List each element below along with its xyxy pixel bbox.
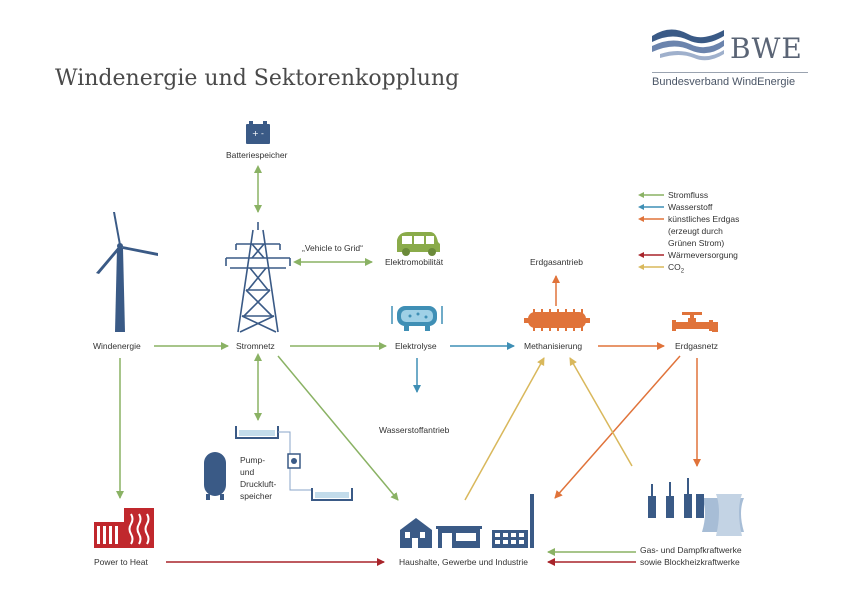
arrow-kraftwerke-methanisierung-co2 [569,357,633,467]
battery-icon: + - [246,121,270,144]
legend-arrow-green [638,192,664,198]
legend-erdgas: künstliches Erdgas [638,213,739,225]
electric-car-icon [397,232,440,256]
label-pump-3: Druckluft- [240,479,277,489]
legend-wasserstoff: Wasserstoff [638,201,739,213]
legend-label-wasserstoff: Wasserstoff [668,202,713,212]
label-erdgasantrieb: Erdgasantrieb [530,257,583,267]
legend-label-erdgas: künstliches Erdgas [668,214,740,224]
label-stromnetz: Stromnetz [236,341,275,351]
wind-turbine-icon [96,212,158,332]
legend-label-co2: CO [668,262,681,272]
compressed-air-tank-icon [204,452,226,500]
legend: Stromfluss Wasserstoff künstliches Erdga… [638,189,739,275]
bwe-logo-icon [652,29,724,61]
legend-stromfluss: Stromfluss [638,189,739,201]
legend-arrow-blue [638,204,664,210]
pump-storage-icon [235,426,353,501]
label-elektrolyse: Elektrolyse [395,341,437,351]
house-icon [400,518,432,548]
legend-label-erdgas-2: (erzeugt durch [668,226,723,236]
svg-text:+: + [252,129,259,138]
commerce-icon [436,526,482,548]
label-kraftwerke-2: sowie Blockheizkraftwerke [640,557,740,567]
label-batteriespeicher: Batteriespeicher [226,150,288,160]
arrow-stromnetz-haushalte [277,355,399,501]
label-pump-1: Pump- [240,455,266,465]
power-to-heat-icon [94,508,154,548]
industry-icon [492,494,534,548]
legend-co2: CO2 [638,261,739,275]
page-title: Windenergie und Sektorenkopplung [55,66,460,91]
legend-label-co2-sub: 2 [680,268,685,275]
legend-waerme: Wärmeversorgung [638,249,739,261]
label-pump-4: speicher [240,491,273,501]
label-erdgasnetz: Erdgasnetz [675,341,718,351]
label-pump-2: und [240,467,255,477]
methanisation-reactor-icon [524,309,590,331]
label-wasserstoffantrieb: Wasserstoffantrieb [379,425,450,435]
label-vehicle-to-grid: „Vehicle to Grid“ [302,243,363,253]
label-power-to-heat: Power to Heat [94,557,148,567]
arrow-haushalte-methanisierung-co2 [464,357,545,501]
power-plant-icon [648,478,744,536]
label-methanisierung: Methanisierung [524,341,583,351]
bwe-logo-mark: BWE [730,32,803,65]
label-windenergie: Windenergie [93,341,141,351]
electrolyser-icon [391,306,443,331]
svg-text:-: - [261,129,264,138]
legend-label-stromfluss: Stromfluss [668,190,709,200]
arrow-erdgasnetz-haushalte [554,355,681,499]
logo-divider [652,72,808,73]
gas-tap-icon [672,312,718,332]
label-elektromobilitaet: Elektromobilität [385,257,444,267]
label-kraftwerke-1: Gas- und Dampfkraftwerke [640,545,742,555]
bwe-logo-name: Bundesverband WindEnergie [652,76,796,88]
legend-arrow-red [638,252,664,258]
legend-arrow-yellow [638,264,664,270]
label-haushalte: Haushalte, Gewerbe und Industrie [399,557,528,567]
legend-label-erdgas-3: Grünen Strom) [668,238,725,248]
pylon-icon [225,222,291,333]
legend-label-waerme: Wärmeversorgung [668,250,738,260]
legend-arrow-orange [638,216,664,222]
